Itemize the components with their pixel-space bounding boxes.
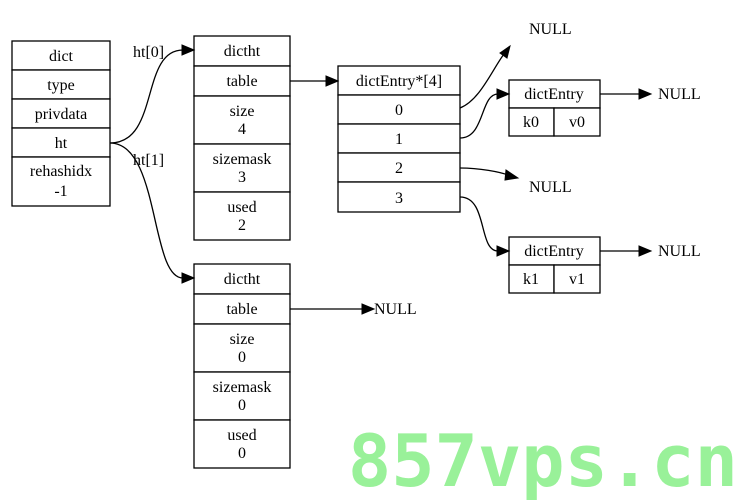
ht0-used-label: used (227, 199, 256, 216)
edge-slot2-to-null (459, 167, 509, 176)
dictht-ht0: dictht table size 4 sizemask 3 used 2 (193, 35, 291, 241)
edges (109, 44, 653, 315)
watermark: 857vps.cn (348, 419, 738, 500)
null-label-slot0: NULL (529, 21, 572, 38)
slot-0-cell (337, 94, 461, 125)
slot-1-cell (337, 123, 461, 154)
null-label-entry-k0: NULL (658, 86, 701, 103)
dict-row-type (11, 69, 111, 100)
slot-0-label: 0 (395, 102, 403, 119)
entry-k1-title: dictEntry (524, 243, 584, 260)
table-array-title: dictEntry*[4] (356, 73, 442, 90)
entry-k1-key: k1 (523, 271, 539, 288)
edge-ht-to-ht0 (109, 49, 184, 144)
ht0-title-cell (193, 35, 291, 67)
ht0-sizemask-label: sizemask (213, 151, 272, 168)
privdata-label: privdata (35, 106, 87, 123)
ht1-title: dictht (224, 271, 261, 288)
ht1-table-cell (193, 293, 291, 325)
ht1-sizemask-cell (193, 371, 291, 421)
ht1-used-cell (193, 419, 291, 469)
ht1-size-label: size (230, 331, 255, 348)
null-label-slot2: NULL (529, 179, 572, 196)
slot-1-label: 1 (395, 131, 403, 148)
slot-3-cell (337, 181, 461, 213)
dict-row-rehashidx (11, 156, 111, 207)
ht0-table-label: table (226, 73, 257, 90)
ht0-size-value: 4 (238, 121, 246, 138)
ht1-table-label: table (226, 301, 257, 318)
ht0-size-label: size (230, 103, 255, 120)
slot-3-label: 3 (395, 190, 403, 207)
dict-entry-k1: dictEntry k1 v1 (508, 236, 601, 294)
ht1-size-value: 0 (238, 349, 246, 366)
edge-ht-to-ht1 (109, 142, 184, 279)
entry-k0-key-cell (508, 107, 555, 137)
null-label-entry-k1: NULL (658, 243, 701, 260)
arrowhead-slot2-null (504, 169, 520, 181)
arrowhead-ht0 (181, 44, 196, 56)
slot-2-cell (337, 152, 461, 183)
edge-slot1-to-entry (459, 93, 499, 139)
entry-k0-title: dictEntry (524, 86, 584, 103)
ht1-used-label: used (227, 427, 256, 444)
arrowhead-entry-k1-null (638, 245, 653, 257)
entry-k0-value-cell (553, 107, 601, 137)
table-array: dictEntry*[4] 0 1 2 3 (337, 65, 461, 213)
rehashidx-label: rehashidx (30, 163, 92, 180)
dict-label: dict (49, 48, 74, 65)
arrowhead-ht1-null (361, 303, 376, 315)
rehashidx-value: -1 (54, 183, 67, 200)
ht-label: ht (55, 135, 68, 152)
entry-k0-key: k0 (523, 114, 539, 131)
dict-row-dict (11, 40, 111, 71)
edge-label-ht1: ht[1] (133, 152, 164, 169)
ht0-used-cell (193, 191, 291, 241)
arrowhead-entry-k0-null (638, 88, 653, 100)
arrowhead-slot1-entry (496, 88, 511, 100)
dictht-ht1: dictht table size 0 sizemask 0 used 0 (193, 263, 291, 469)
arrowhead-slot0-null (499, 44, 511, 59)
edge-slot3-to-entry (459, 196, 499, 252)
ht1-title-cell (193, 263, 291, 295)
edge-label-ht0: ht[0] (133, 44, 164, 61)
entry-k0-value: v0 (569, 114, 585, 131)
ht1-sizemask-label: sizemask (213, 379, 272, 396)
slot-2-label: 2 (395, 160, 403, 177)
ht0-sizemask-value: 3 (238, 169, 246, 186)
ht1-used-value: 0 (238, 445, 246, 462)
ht0-title: dictht (224, 43, 261, 60)
dict-entry-k0: dictEntry k0 v0 (508, 79, 601, 137)
entry-k1-value: v1 (569, 271, 585, 288)
null-label-ht1-table: NULL (374, 301, 417, 318)
arrowhead-array (325, 75, 340, 87)
entry-k1-key-cell (508, 264, 555, 294)
ht0-used-value: 2 (238, 217, 246, 234)
arrowhead-slot3-entry (496, 245, 511, 257)
edge-slot0-to-null (459, 53, 505, 109)
arrowhead-ht1 (181, 272, 196, 284)
type-label: type (47, 77, 75, 94)
entry-k1-value-cell (553, 264, 601, 294)
dict-struct: dict type privdata ht rehashidx -1 (11, 40, 111, 207)
ht1-sizemask-value: 0 (238, 397, 246, 414)
ht0-size-cell (193, 95, 291, 145)
